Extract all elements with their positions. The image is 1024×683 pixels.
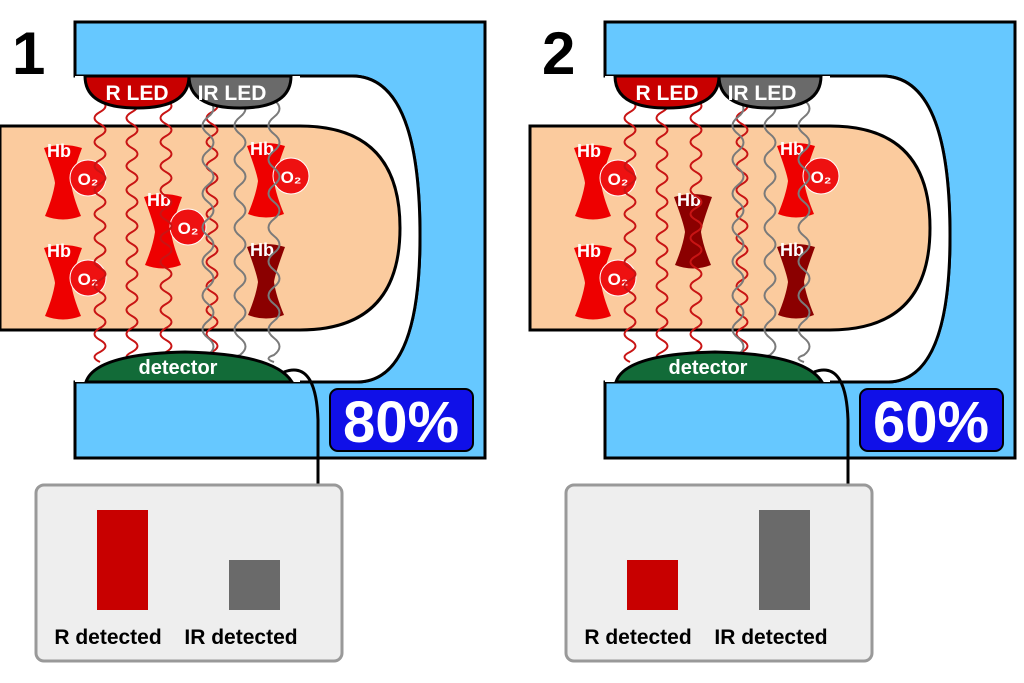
infrared-light-wave xyxy=(201,99,215,363)
o2-label: O₂ xyxy=(78,170,99,189)
detector-cable xyxy=(813,368,850,486)
detector-cable xyxy=(283,368,320,486)
r-detected-bar xyxy=(627,560,678,610)
hemoglobin-shape xyxy=(44,145,82,220)
red-light-wave xyxy=(125,99,139,363)
red-light-wave xyxy=(159,99,173,363)
hemoglobin-shape xyxy=(574,245,612,320)
hb-label: Hb xyxy=(780,139,804,159)
ir-led xyxy=(187,74,293,110)
red-led-label: R LED xyxy=(636,82,699,105)
saturation-badge xyxy=(859,388,1004,452)
clip-inner-edge xyxy=(830,74,952,384)
o2-label: O₂ xyxy=(178,219,199,238)
oxygen-molecule xyxy=(802,157,840,195)
hemoglobin-shape xyxy=(674,194,712,269)
hemoglobin-shape xyxy=(777,244,815,319)
detector xyxy=(613,350,825,384)
hb-label: Hb xyxy=(780,240,804,260)
oxygen-molecule xyxy=(69,259,107,297)
hemoglobin-deoxygenated: Hb xyxy=(247,240,285,319)
ir-detected-label: IR detected xyxy=(714,626,827,649)
hemoglobin-shape xyxy=(574,145,612,220)
infrared-light-wave xyxy=(233,99,247,363)
hb-label: Hb xyxy=(250,139,274,159)
red-light-wave xyxy=(205,99,219,363)
oxygen-molecule xyxy=(599,259,637,297)
ir-detected-bar xyxy=(229,560,280,610)
red-led xyxy=(83,74,191,110)
red-light-wave xyxy=(689,99,703,363)
ir-led-label: IR LED xyxy=(728,82,797,105)
detector-label: detector xyxy=(669,357,748,379)
r-detected-bar xyxy=(97,510,148,610)
hemoglobin-shape xyxy=(247,143,285,218)
oxygen-molecule xyxy=(272,157,310,195)
ir-detected-label: IR detected xyxy=(184,626,297,649)
o2-label: O₂ xyxy=(608,270,629,289)
red-light-wave xyxy=(93,99,107,363)
red-light-wave xyxy=(623,99,637,363)
o2-label: O₂ xyxy=(78,270,99,289)
hb-label: Hb xyxy=(47,241,71,261)
infrared-light-wave xyxy=(763,99,777,363)
hb-label: Hb xyxy=(250,240,274,260)
red-led-label: R LED xyxy=(106,82,169,105)
hemoglobin-shape xyxy=(144,194,182,269)
red-light-wave xyxy=(735,99,749,363)
saturation-badge xyxy=(329,388,474,452)
clip-inner-edge xyxy=(300,74,422,384)
oxygen-molecule xyxy=(169,208,207,246)
ir-led-label: IR LED xyxy=(198,82,267,105)
infrared-light-wave xyxy=(797,99,811,363)
r-detected-label: R detected xyxy=(584,626,691,649)
hemoglobin-shape xyxy=(247,244,285,319)
hb-label: Hb xyxy=(47,141,71,161)
hb-label: Hb xyxy=(577,141,601,161)
panel-number: 2 xyxy=(542,20,575,87)
o2-label: O₂ xyxy=(281,168,302,187)
hemoglobin-deoxygenated: Hb xyxy=(777,240,815,319)
ir-detected-bar xyxy=(759,510,810,610)
detector-label: detector xyxy=(139,357,218,379)
panel-number: 1 xyxy=(12,20,45,87)
saturation-value: 60% xyxy=(873,390,989,455)
saturation-value: 80% xyxy=(343,390,459,455)
infrared-light-wave xyxy=(267,99,281,363)
hb-label: Hb xyxy=(577,241,601,261)
o2-label: O₂ xyxy=(608,170,629,189)
hemoglobin-shape xyxy=(777,143,815,218)
ir-led xyxy=(717,74,823,110)
hemoglobin-shape xyxy=(44,245,82,320)
red-led xyxy=(613,74,721,110)
infrared-light-wave xyxy=(731,99,745,363)
detector xyxy=(83,350,295,384)
red-light-wave xyxy=(655,99,669,363)
r-detected-label: R detected xyxy=(54,626,161,649)
o2-label: O₂ xyxy=(811,168,832,187)
